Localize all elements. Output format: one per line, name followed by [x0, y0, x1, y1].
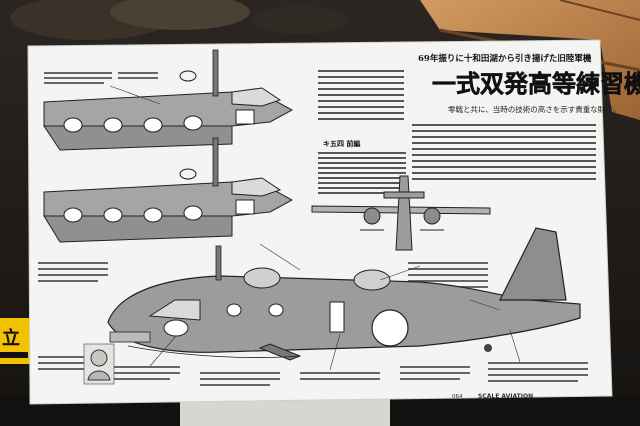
aircraft-top-view: [311, 175, 491, 251]
text-block-right: [412, 124, 596, 180]
board-title: 一式双発高等練習機: [432, 69, 640, 98]
text-block-intro: [318, 70, 404, 120]
pilot-portrait: [83, 343, 115, 385]
header-top-text: 69年振りに十和田湖から引き揚げた旧陸軍機: [418, 53, 592, 64]
text-block-main: [318, 152, 406, 194]
text-block-left-bottom: [38, 262, 108, 370]
aircraft-side-view: [107, 227, 581, 361]
sign-text: 立: [2, 327, 20, 349]
text-block-left-top: [44, 72, 158, 84]
text-block-bottom-captions: [110, 362, 588, 386]
section-label: キ五四 前編: [323, 139, 360, 148]
fuselage-cutaway-upper: [43, 49, 294, 151]
board-subtitle: 零戦と共に、当時の技術の高さを示す貴重な財産。: [448, 104, 620, 114]
footer-page-number: 064: [452, 394, 463, 400]
footer-brand: SCALE AVIATION: [478, 393, 533, 400]
yellow-sign: 立: [0, 318, 30, 364]
fuselage-cutaway-lower: [43, 137, 294, 243]
annotation-leader-lines: [109, 85, 521, 371]
